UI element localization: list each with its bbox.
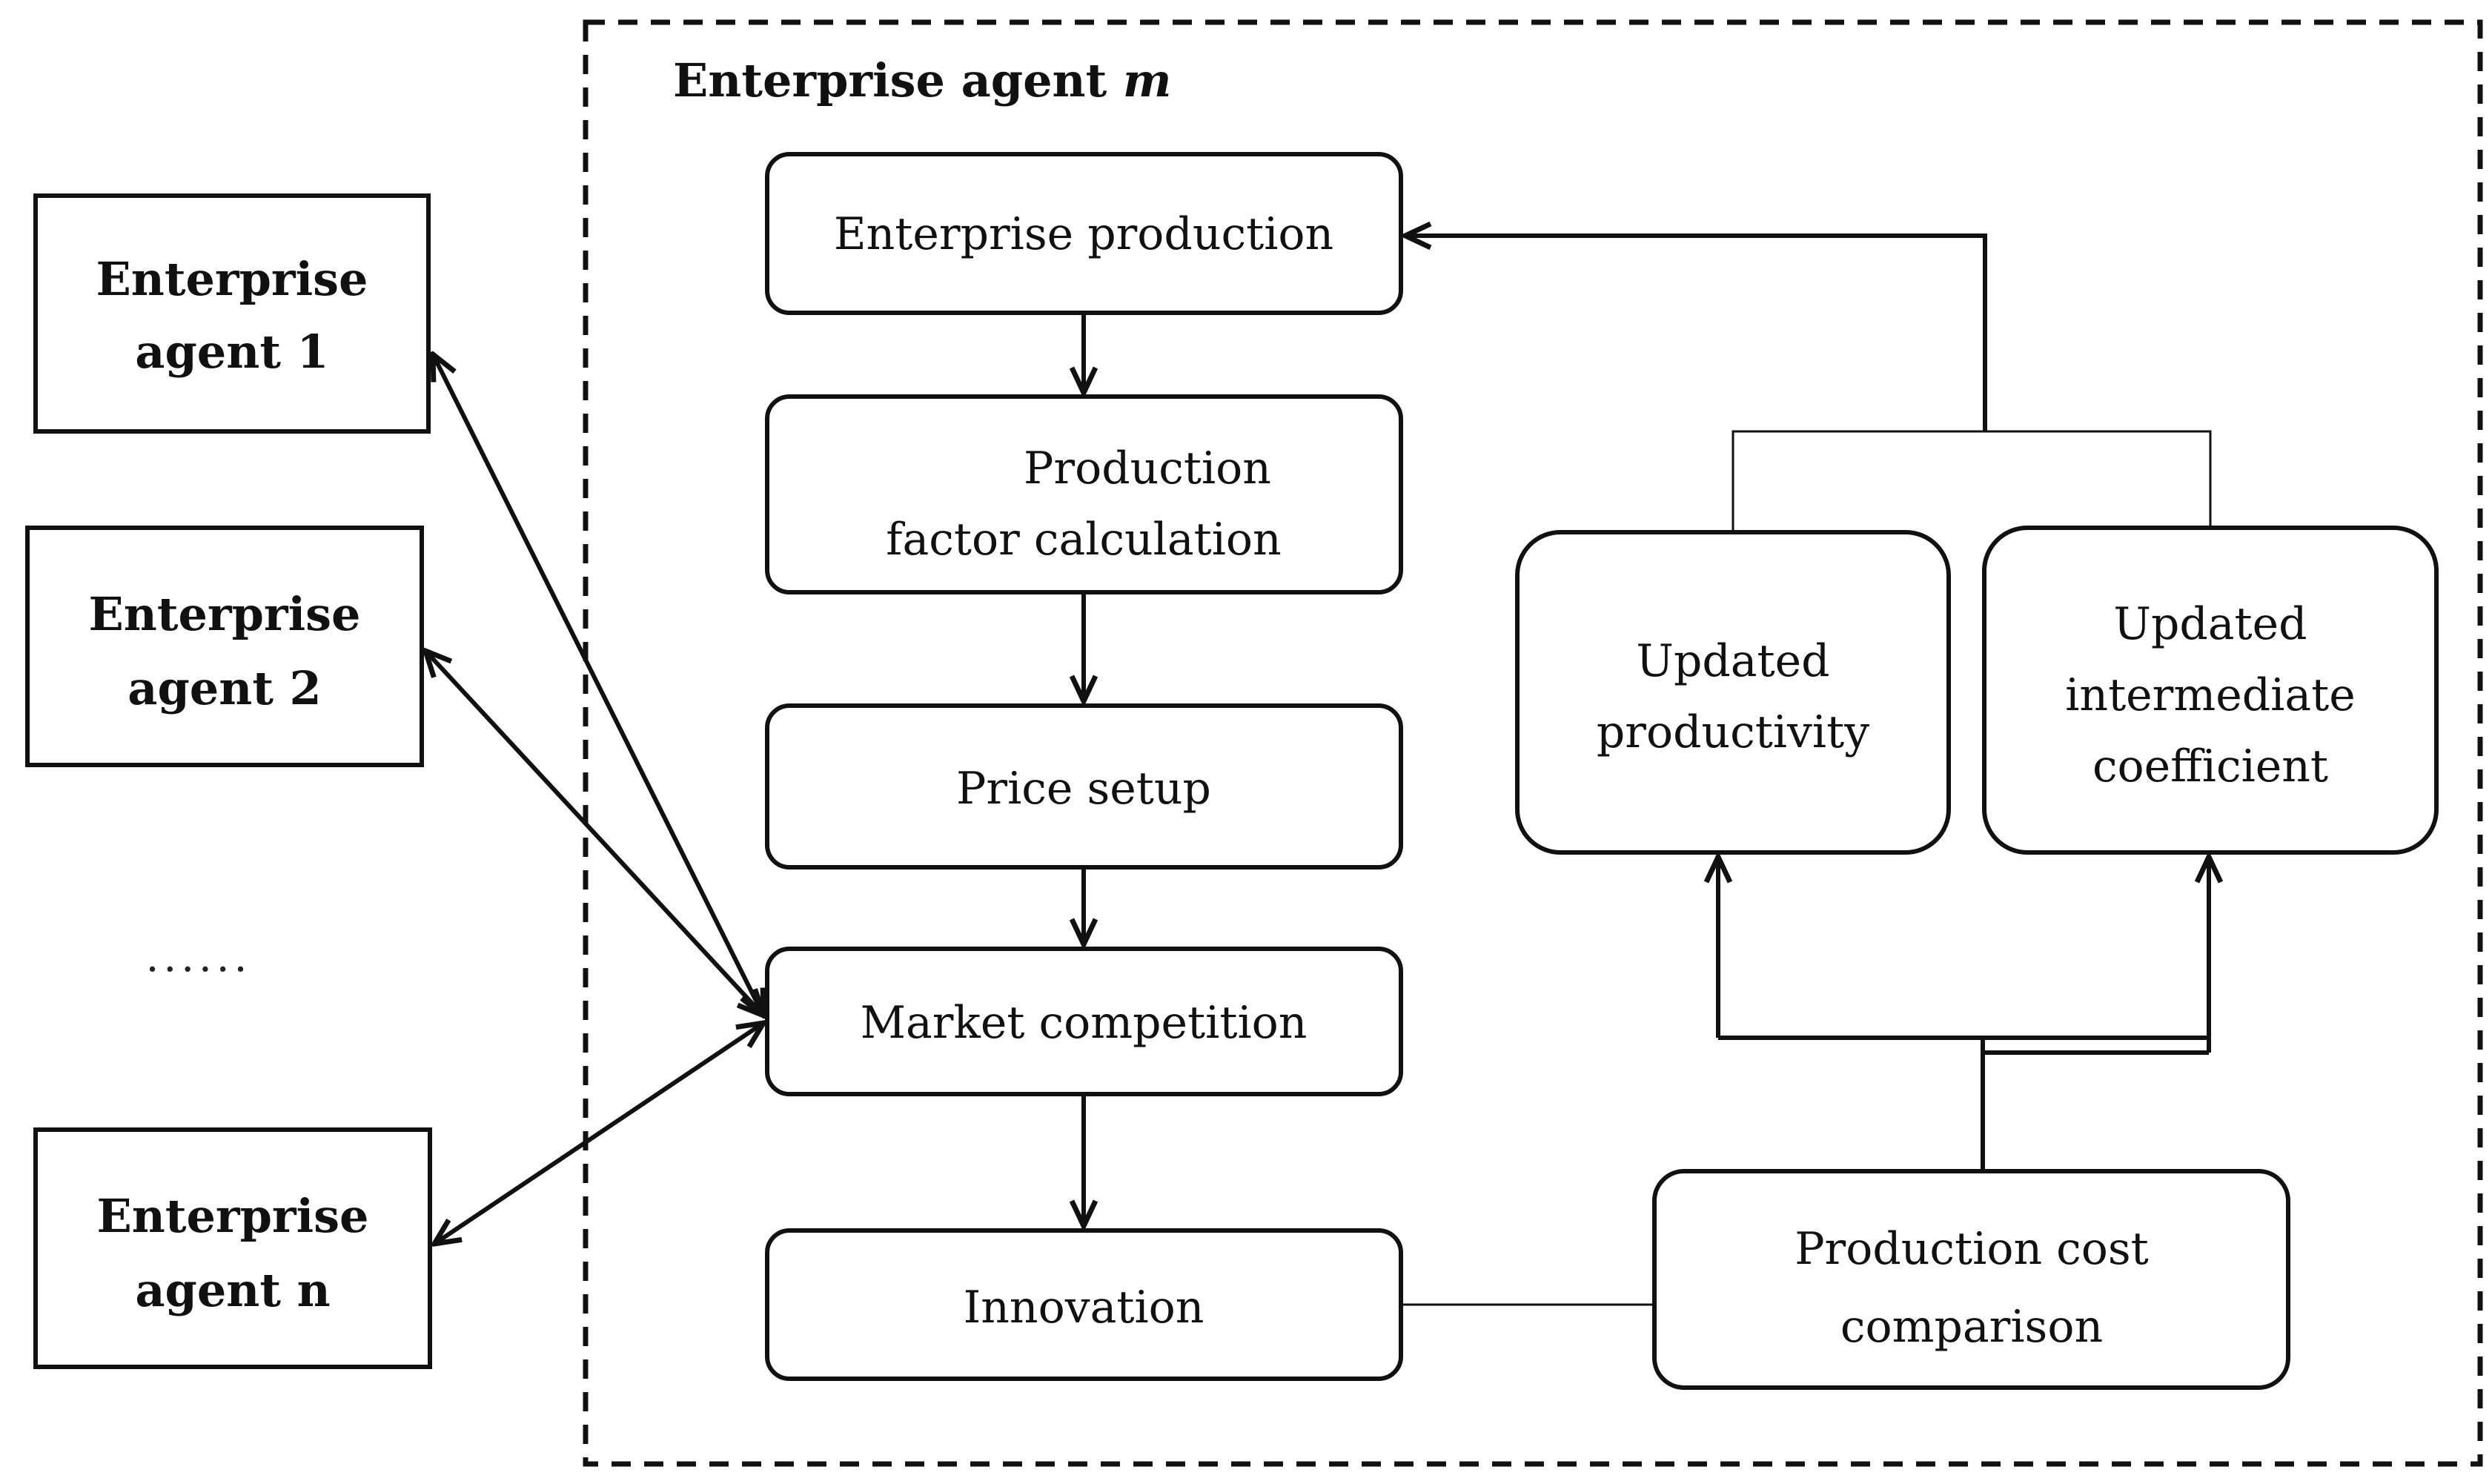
enterprise-agent-2-box: Enterprise agent 2	[25, 526, 424, 767]
price-setup-label: Price setup	[956, 763, 1211, 815]
updated-intermediate-line2: intermediate	[2065, 669, 2356, 721]
cost-comparison-box: Production cost comparison	[1652, 1169, 2290, 1390]
updated-productivity-box: Updated productivity	[1515, 530, 1951, 855]
connector-updates-merge	[1732, 430, 2212, 532]
agent-1-line1: Enterprise	[96, 252, 368, 306]
connector-cost-to-updates	[1718, 1036, 2209, 1171]
updated-intermediate-line3: coefficient	[2092, 741, 2328, 792]
market-competition-box: Market competition	[765, 947, 1403, 1096]
factor-calculation-line2: factor calculation	[886, 514, 1281, 566]
price-setup-box: Price setup	[765, 703, 1403, 869]
enterprise-agent-n-box: Enterprise agent n	[33, 1127, 432, 1369]
market-competition-label: Market competition	[861, 997, 1308, 1049]
updated-intermediate-box: Updated intermediate coefficient	[1982, 526, 2439, 855]
factor-calculation-line1: Production	[1024, 443, 1271, 494]
enterprise-production-box: Enterprise production	[765, 152, 1403, 315]
enterprise-agent-1-box: Enterprise agent 1	[33, 193, 431, 434]
frame-title: Enterprise agent m	[673, 53, 1171, 107]
updated-intermediate-line1: Updated	[2113, 598, 2307, 650]
enterprise-production-label: Enterprise production	[834, 208, 1333, 260]
factor-calculation-box: Production factor calculation	[765, 394, 1403, 594]
arrow-agent2-market	[425, 651, 763, 1016]
arrow-agentn-market	[434, 1023, 763, 1244]
cost-comparison-line1: Production cost	[1795, 1223, 2149, 1275]
agent-2-line1: Enterprise	[88, 587, 360, 641]
agent-1-line2: agent 1	[135, 325, 328, 379]
updated-productivity-line1: Updated	[1636, 635, 1829, 687]
agent-n-line2: agent n	[135, 1263, 330, 1317]
arrow-agent1-market	[433, 354, 763, 1016]
feedback-to-production	[1405, 236, 1987, 431]
innovation-box: Innovation	[765, 1228, 1403, 1381]
cost-comparison-line2: comparison	[1840, 1301, 2103, 1353]
agent-n-line1: Enterprise	[96, 1189, 368, 1243]
updated-productivity-line2: productivity	[1597, 706, 1869, 758]
agent-2-line2: agent 2	[127, 661, 321, 715]
ellipsis: ......	[146, 933, 252, 981]
innovation-label: Innovation	[964, 1282, 1204, 1334]
